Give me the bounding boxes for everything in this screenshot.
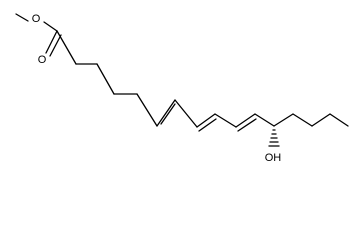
molecule-drawing: O O OH bbox=[15, 13, 349, 164]
bond-c10-c11-trans-a bbox=[235, 113, 256, 128]
chemical-structure-diagram: O O OH bbox=[15, 13, 349, 164]
hashed-wedge-bond bbox=[268, 129, 280, 147]
bond-carbonyl-double-b bbox=[49, 34, 62, 57]
bond-oxygen-carbonyl bbox=[43, 21, 58, 32]
bond-methyl-oxygen bbox=[15, 13, 29, 22]
bond-c3-c4 bbox=[96, 63, 115, 95]
bond-c6-c7-cis-a bbox=[156, 99, 176, 127]
bond-c9-c10 bbox=[214, 113, 237, 128]
bond-c12-c13 bbox=[273, 113, 294, 127]
ester-oxygen-label: O bbox=[32, 13, 41, 25]
bond-c1-c2 bbox=[56, 30, 77, 65]
bond-c14-c15 bbox=[311, 113, 331, 127]
bond-c8-c9-trans-b bbox=[198, 118, 217, 132]
bond-c8-c9-trans-a bbox=[196, 113, 216, 128]
carbonyl-oxygen-label: O bbox=[38, 54, 47, 66]
bond-c5-c6 bbox=[136, 93, 158, 127]
bond-carbonyl-double-a bbox=[45, 30, 58, 54]
bond-skeleton bbox=[15, 13, 349, 132]
bond-c7-c8 bbox=[174, 99, 198, 128]
bond-c11-c12 bbox=[254, 113, 275, 127]
hydroxyl-label: OH bbox=[265, 152, 282, 164]
bond-c13-c14 bbox=[292, 113, 313, 127]
bond-c15-c16 bbox=[329, 113, 349, 127]
atom-labels: O O OH bbox=[32, 13, 282, 164]
bond-c10-c11-trans-b bbox=[237, 118, 257, 132]
bond-c6-c7-cis-b bbox=[160, 103, 176, 125]
